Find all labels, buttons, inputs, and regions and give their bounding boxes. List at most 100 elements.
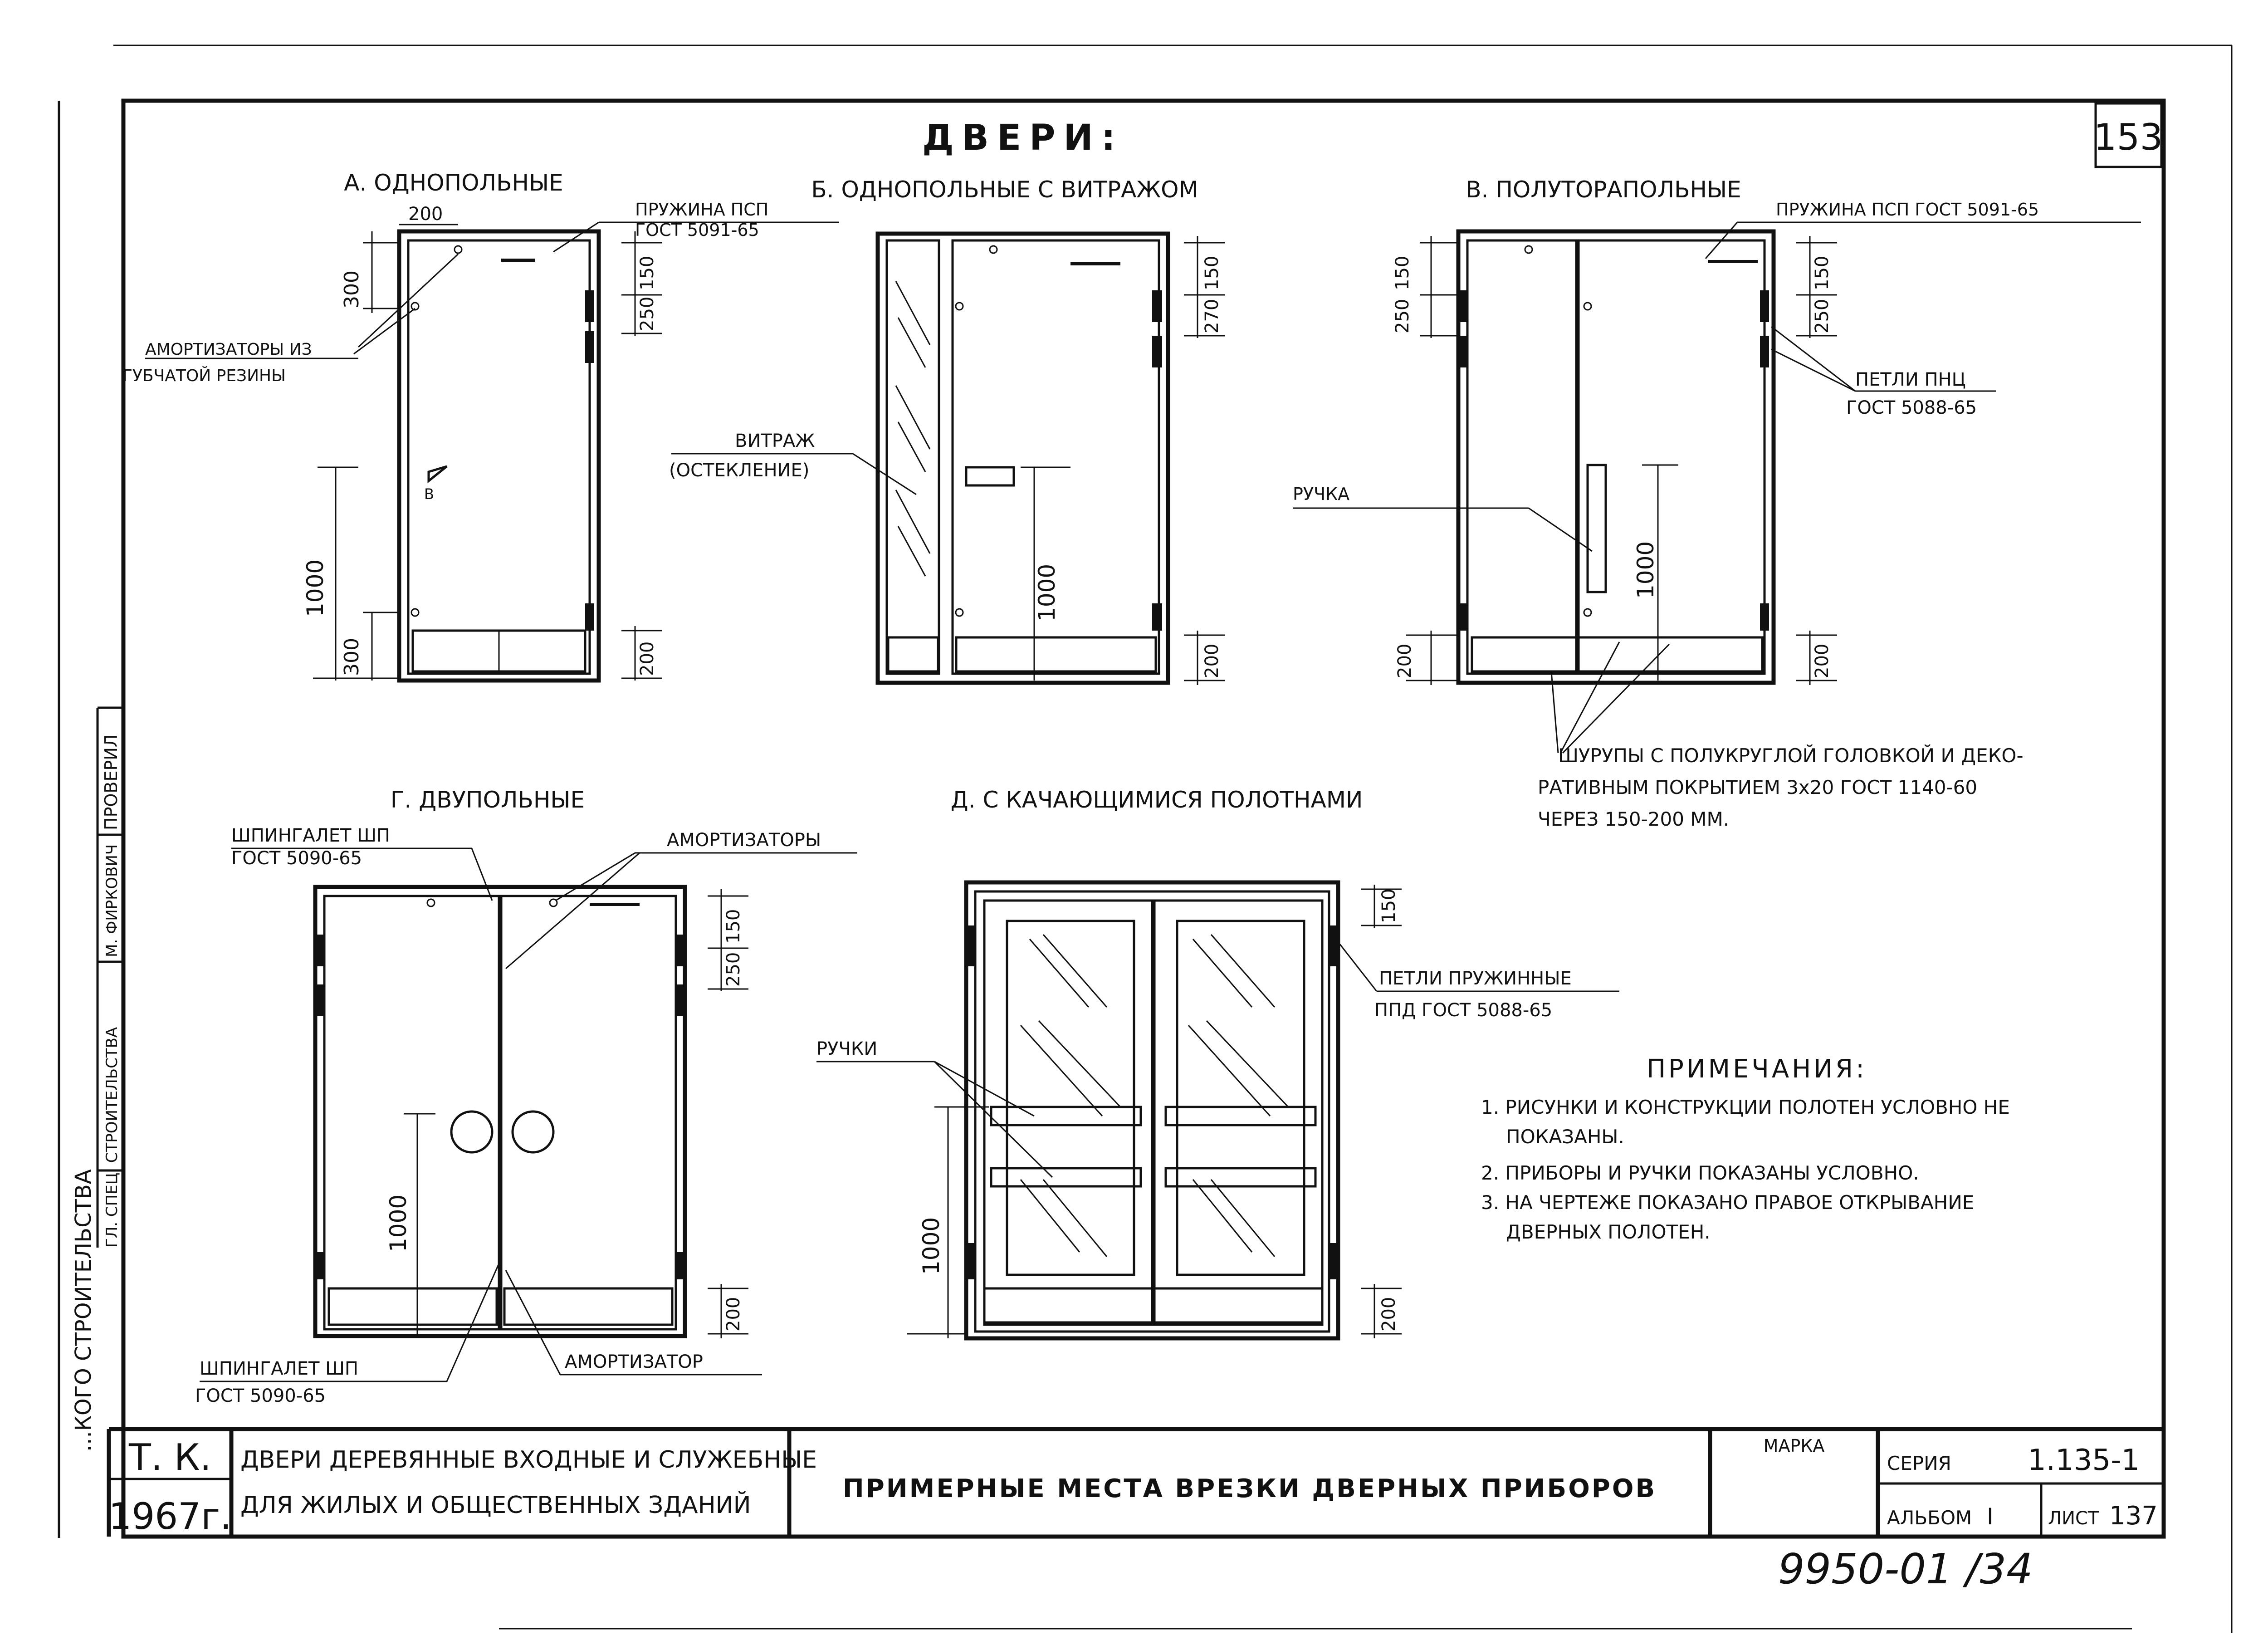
- handle-d-right-lower: [1164, 1167, 1317, 1188]
- note-2: 2. ПРИБОРЫ И РУЧКИ ПОКАЗАНЫ УСЛОВНО.: [1481, 1162, 1919, 1184]
- door-d-frame: [964, 880, 1340, 1341]
- door-b-leaf: [951, 239, 1160, 675]
- notes-title: ПРИМЕЧАНИЯ:: [1647, 1054, 1867, 1084]
- door-view-v: В. ПОЛУТОРАПОЛЬНЫЕ ПРУЖИНА ПСП ГОСТ 5091…: [1293, 176, 2141, 754]
- label-hinges-v-1: ПЕТЛИ ПНЦ: [1855, 369, 1966, 390]
- label-shock-a-2: ГУБЧАТОЙ РЕЗИНЫ: [122, 366, 286, 385]
- dim-g-250: 250: [723, 952, 744, 987]
- label-bolt-g-bottom-1: ШПИНГАЛЕТ ШП: [200, 1358, 358, 1379]
- dim-b-270: 270: [1202, 299, 1222, 333]
- door-v-frame: [1456, 229, 1776, 685]
- desc-line-2: ДЛЯ ЖИЛЫХ И ОБЩЕСТВЕННЫХ ЗДАНИЙ: [240, 1491, 751, 1519]
- door-view-b: Б. ОДНОПОЛЬНЫЕ С ВИТРАЖОМ ВИТРАЖ (ОСТЕКЛ…: [669, 176, 1225, 685]
- door-view-a: А. ОДНОПОЛЬНЫЕ В ПРУЖИНА ПСП ГОСТ 5091-6…: [122, 170, 839, 683]
- label-bolt-g-1: ШПИНГАЛЕТ ШП: [231, 825, 390, 846]
- main-title: ДВЕРИ:: [922, 118, 1124, 158]
- org-mark-1: Т. К.: [128, 1436, 211, 1479]
- label-handles-d: РУЧКИ: [816, 1038, 877, 1059]
- screws-line-2: РАТИВНЫМ ПОКРЫТИЕМ 3х20 ГОСТ 1140-60: [1538, 776, 1977, 798]
- label-handle-v: РУЧКА: [1293, 484, 1349, 504]
- note-1b: ПОКАЗАНЫ.: [1506, 1126, 1624, 1148]
- dim-b-150: 150: [1202, 256, 1222, 290]
- door-d-right-glass: [1176, 920, 1305, 1276]
- door-d-right-leaf: [1153, 899, 1324, 1324]
- dim-v-200-left: 200: [1394, 644, 1415, 678]
- door-g-frame: [313, 885, 687, 1338]
- door-a-leaf: [407, 239, 591, 675]
- album-label: АЛЬБОМ: [1887, 1507, 1972, 1529]
- handle-d-left-lower: [990, 1167, 1142, 1188]
- label-shocks-g: АМОРТИЗАТОРЫ: [667, 830, 821, 851]
- dim-a-200: 200: [408, 204, 443, 225]
- screws-line-1: ШУРУПЫ С ПОЛУКРУГЛОЙ ГОЛОВКОЙ И ДЕКО-: [1558, 744, 2024, 767]
- door-d-left-glass: [1006, 920, 1135, 1276]
- stamp-name: М. ФИРКОВИЧ: [103, 844, 121, 957]
- door-view-d: Д. С КАЧАЮЩИМИСЯ ПОЛОТНАМИ ПЕТЛИ ПРУЖИНН…: [816, 787, 1619, 1341]
- dim-d-1000: 1000: [918, 1217, 944, 1275]
- label-vitrage-1: ВИТРАЖ: [735, 431, 815, 451]
- notes: ПРИМЕЧАНИЯ: 1. РИСУНКИ И КОНСТРУКЦИИ ПОЛ…: [1481, 1054, 2010, 1243]
- title-block: Т. К. 1967г. ДВЕРИ ДЕРЕВЯННЫЕ ВХОДНЫЕ И …: [107, 1427, 2164, 1537]
- dim-a-300-top: 300: [340, 270, 363, 308]
- dim-a-300-bottom: 300: [340, 638, 363, 676]
- drawing-title: ПРИМЕРНЫЕ МЕСТА ВРЕЗКИ ДВЕРНЫХ ПРИБОРОВ: [843, 1474, 1657, 1503]
- view-b-title: Б. ОДНОПОЛЬНЫЕ С ВИТРАЖОМ: [811, 176, 1198, 203]
- stamp-org: ...КОГО СТРОИТЕЛЬСТВА: [71, 1169, 96, 1452]
- handle-v: [1586, 464, 1607, 593]
- desc-line-1: ДВЕРИ ДЕРЕВЯННЫЕ ВХОДНЫЕ И СЛУЖЕБНЫЕ: [240, 1446, 817, 1474]
- dim-g-200: 200: [723, 1297, 744, 1332]
- door-g-left-leaf: [323, 895, 500, 1331]
- sheet-number: 153: [2094, 116, 2163, 158]
- label-bolt-g-bottom-gost: ГОСТ 5090-65: [195, 1386, 326, 1406]
- door-v-wide-leaf: [1577, 239, 1766, 675]
- dim-a-250: 250: [637, 297, 658, 331]
- dim-b-200: 200: [1202, 644, 1222, 678]
- label-spring-v: ПРУЖИНА ПСП ГОСТ 5091-65: [1776, 200, 2039, 220]
- label-spring-a-gost: ГОСТ 5091-65: [635, 220, 759, 240]
- vitrage-panel: [885, 239, 940, 675]
- side-stamp: ПРОВЕРИЛ М. ФИРКОВИЧ ГЛ. СПЕЦ. СТРОИТЕЛЬ…: [71, 706, 123, 1452]
- dim-v-150-right: 150: [1812, 256, 1833, 290]
- dim-d-150: 150: [1378, 889, 1399, 923]
- sheet-value: 137: [2109, 1501, 2158, 1531]
- handle-a: [427, 465, 448, 484]
- door-g-right-leaf: [500, 895, 677, 1331]
- view-a-title: А. ОДНОПОЛЬНЫЕ: [344, 170, 563, 196]
- sheet-frame: [121, 98, 2166, 1539]
- dim-v-250-right: 250: [1812, 299, 1833, 333]
- dim-v-1000: 1000: [1633, 541, 1659, 599]
- dim-v-200-right: 200: [1812, 644, 1833, 678]
- series-label: СЕРИЯ: [1887, 1452, 1951, 1474]
- dim-a-200-bottom: 200: [637, 641, 658, 676]
- view-d-title: Д. С КАЧАЮЩИМИСЯ ПОЛОТНАМИ: [951, 787, 1363, 813]
- handle-a-mark: В: [424, 485, 434, 503]
- dim-a-1000: 1000: [302, 559, 328, 617]
- org-mark-2: 1967г.: [108, 1495, 231, 1537]
- door-a-frame: [397, 229, 601, 683]
- mark-label: МАРКА: [1764, 1436, 1825, 1456]
- inventory-number: 9950-01 /34: [1778, 1545, 2033, 1593]
- dim-g-150: 150: [723, 909, 744, 944]
- handle-d-right-upper: [1164, 1106, 1317, 1126]
- dim-g-1000: 1000: [385, 1195, 411, 1252]
- view-g-title: Г. ДВУПОЛЬНЫЕ: [391, 787, 585, 813]
- dim-a-150: 150: [637, 256, 658, 290]
- label-hinges-v-2: ГОСТ 5088-65: [1846, 397, 1977, 418]
- screws-note: ШУРУПЫ С ПОЛУКРУГЛОЙ ГОЛОВКОЙ И ДЕКО- РА…: [1538, 744, 2024, 830]
- label-shock-a-1: АМОРТИЗАТОРЫ ИЗ: [145, 340, 312, 359]
- handle-g-right: [511, 1110, 555, 1154]
- door-v-kickplate: [1471, 636, 1764, 673]
- view-v-title: В. ПОЛУТОРАПОЛЬНЫЕ: [1466, 176, 1741, 203]
- door-view-g: Г. ДВУПОЛЬНЫЕ ШПИНГАЛЕТ ШП ГОСТ 5090-65 …: [195, 787, 857, 1406]
- sheet-label: ЛИСТ: [2048, 1508, 2099, 1529]
- stamp-checked: ПРОВЕРИЛ: [101, 734, 121, 830]
- handle-b: [965, 466, 1015, 487]
- dim-b-1000: 1000: [1034, 564, 1060, 622]
- label-hinges-d-2: ППД ГОСТ 5088-65: [1374, 1000, 1552, 1021]
- door-v-narrow-leaf: [1466, 239, 1578, 675]
- note-3b: ДВЕРНЫХ ПОЛОТЕН.: [1506, 1221, 1711, 1243]
- sheet-number-box: [2094, 102, 2163, 168]
- label-shock-g-bottom: АМОРТИЗАТОР: [565, 1351, 703, 1372]
- album-value: I: [1987, 1503, 1994, 1530]
- handle-d-left-upper: [990, 1106, 1142, 1126]
